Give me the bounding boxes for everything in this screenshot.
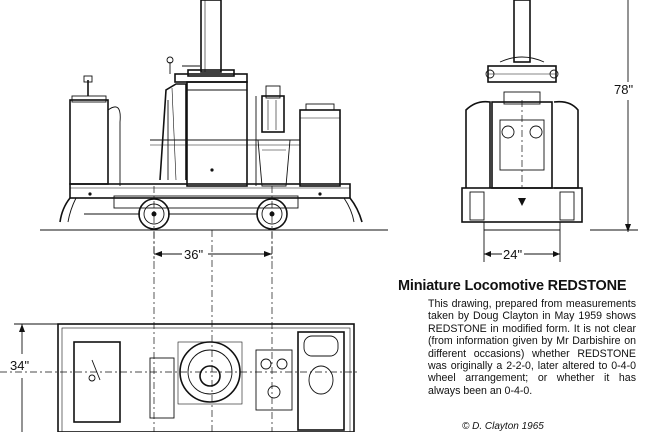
- front-elevation: 24" 78": [461, 0, 638, 262]
- drawing-credit: © D. Clayton 1965: [462, 421, 544, 432]
- dim-width: 34": [10, 358, 29, 373]
- side-left-tank: [69, 99, 109, 185]
- drawing-description: This drawing, prepared from measurements…: [428, 298, 636, 397]
- caption-block: Miniature Locomotive REDSTONE This drawi…: [398, 278, 638, 397]
- drawing-title: Miniature Locomotive REDSTONE: [398, 278, 627, 294]
- plan-frame: [57, 323, 355, 432]
- side-frame: [69, 183, 351, 199]
- dim-height: 78": [614, 82, 633, 97]
- side-chimney: [200, 0, 222, 73]
- front-chimney: [513, 0, 531, 63]
- front-left-tank: [465, 100, 491, 188]
- front-right-tank: [553, 100, 579, 189]
- dim-wheelbase: 36": [184, 247, 203, 262]
- side-right-tank: [299, 109, 341, 187]
- side-boiler-tank: [186, 81, 248, 187]
- plan-view: 34": [0, 230, 360, 432]
- side-elevation: 36": [40, 0, 388, 262]
- dim-gauge: 24": [503, 247, 522, 262]
